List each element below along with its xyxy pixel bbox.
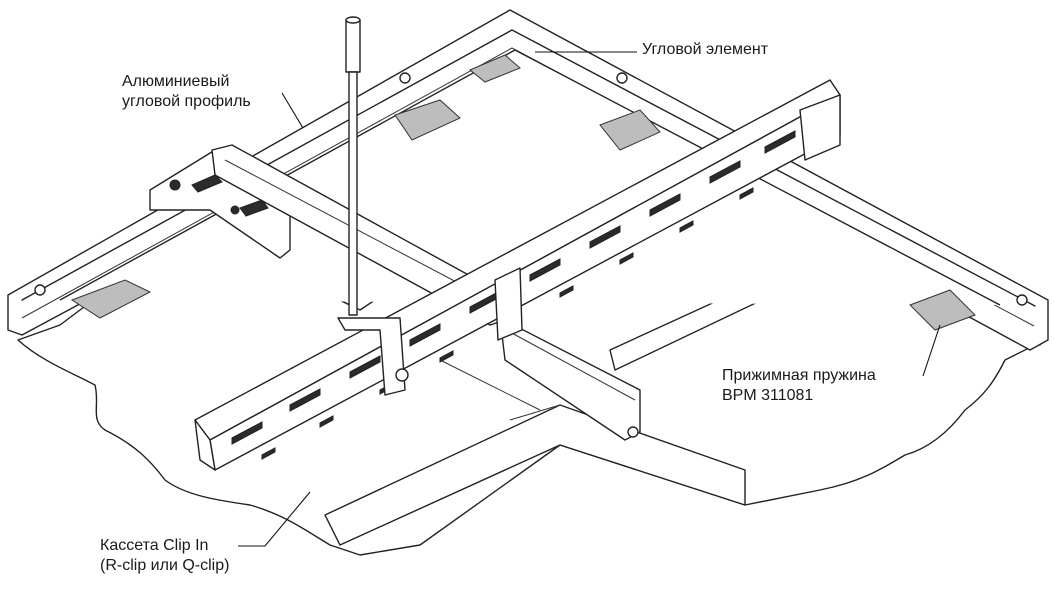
cross-profile [494,267,641,441]
leader-lines [238,51,941,547]
label-aluminium-corner-profile: Алюминиевый угловой профиль [122,72,251,112]
label-pressure-spring: Прижимная пружина BPM 311081 [722,366,876,406]
label-clip-in-cassette: Кассета Clip In (R-clip или Q-clip) [100,536,229,576]
label-corner-element: Угловой элемент [642,40,768,60]
pressure-springs [70,54,976,331]
hanger-rod [337,16,409,396]
label-line: Кассета Clip In [100,537,209,554]
label-line: Алюминиевый [122,73,230,90]
label-line: Угловой элемент [642,41,769,58]
label-line: угловой профиль [122,93,251,110]
label-line: Прижимная пружина [722,367,876,384]
carrier-slots [231,130,796,460]
label-line: (R-clip или Q-clip) [100,557,230,574]
main-carrier-profile [194,79,841,471]
label-line: BPM 311081 [722,387,814,404]
